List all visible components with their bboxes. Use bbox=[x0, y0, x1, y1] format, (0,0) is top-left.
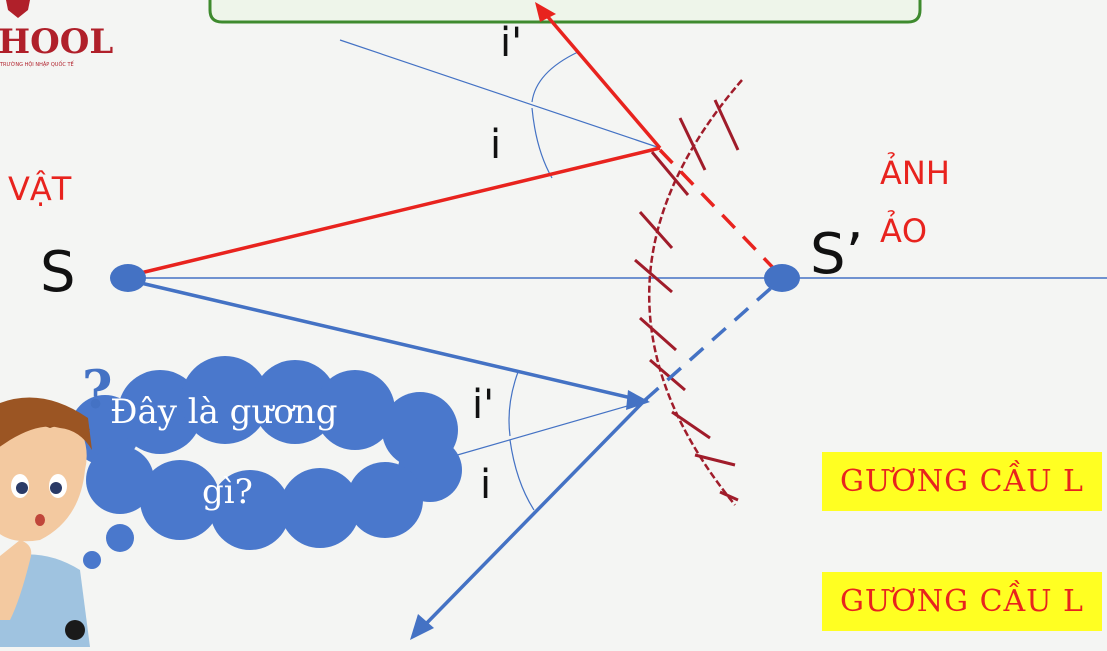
bubble-text-line2: gì? bbox=[202, 472, 253, 512]
question-mark-icon: ? bbox=[82, 360, 112, 421]
label-anh: ẢNH bbox=[880, 154, 950, 192]
answer-box-2[interactable]: GƯƠNG CẦU L bbox=[822, 572, 1102, 631]
virtual-extension-top bbox=[658, 148, 782, 277]
image-point-s-prime bbox=[764, 264, 800, 292]
label-i-bottom: i bbox=[480, 462, 492, 508]
reflected-ray-bottom bbox=[416, 398, 647, 634]
normal-line-bottom bbox=[439, 399, 649, 461]
reflected-ray-top bbox=[540, 8, 662, 150]
angle-arc-top-incident bbox=[531, 107, 553, 179]
arrow-head-top bbox=[535, 2, 556, 22]
bubble-text-line1: Đây là gương bbox=[110, 392, 338, 432]
label-i-prime-bottom: i' bbox=[472, 382, 495, 428]
angle-arc-bottom-incident bbox=[509, 439, 535, 511]
logo-shield-icon bbox=[6, 0, 30, 18]
label-i-top: i bbox=[490, 122, 502, 168]
incident-ray-top bbox=[127, 146, 661, 278]
label-s: S bbox=[40, 240, 76, 305]
virtual-extension-bottom bbox=[643, 278, 782, 402]
answer-box-1[interactable]: GƯƠNG CẦU L bbox=[822, 452, 1102, 511]
label-ao: ẢO bbox=[880, 212, 928, 250]
title-box-edge bbox=[208, 0, 922, 24]
angle-arc-top-reflected bbox=[531, 51, 579, 103]
boy-illustration bbox=[0, 397, 92, 647]
label-i-prime-top: i' bbox=[500, 20, 523, 66]
label-vat: VẬT bbox=[8, 170, 72, 208]
mirror-hatching bbox=[634, 99, 740, 502]
arrow-head-bottom-incident bbox=[626, 390, 650, 410]
normal-line-top bbox=[339, 39, 661, 149]
object-point-s bbox=[110, 264, 146, 292]
label-s-prime: S’ bbox=[810, 222, 864, 287]
logo-text: HOOL bbox=[0, 22, 114, 62]
arrow-head-bottom-reflected bbox=[410, 614, 434, 640]
logo-subtext: TRƯỜNG HỘI NHẬP QUỐC TẾ bbox=[0, 62, 74, 68]
angle-arc-bottom-reflected bbox=[508, 371, 519, 437]
incident-ray-bottom bbox=[127, 278, 641, 402]
convex-mirror-arc bbox=[648, 79, 743, 506]
thought-bubble-shape bbox=[66, 356, 462, 584]
